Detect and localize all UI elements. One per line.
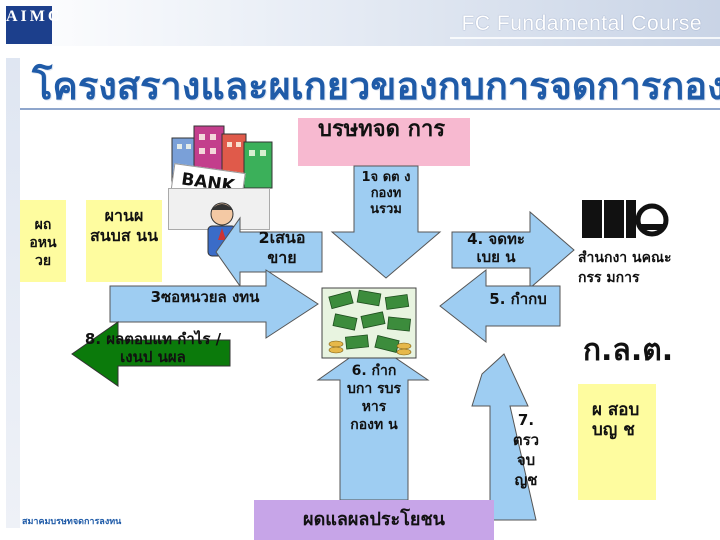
money-pile-icon: [321, 287, 417, 359]
arrow-8-return: [71, 321, 231, 387]
arrow-4-label: 4. จดทะเบย น: [467, 230, 525, 266]
sec-emblem-icon: [578, 190, 670, 246]
arrow-7-label: 7. ตรว จบ ญช: [512, 411, 540, 489]
arrow-1-label: 1จ ดต ง กองท นรวม: [361, 170, 411, 217]
footer-association: สมาคมบรษทจดการลงทน: [22, 517, 122, 527]
auditor-box: ผ สอบ บญ ช: [578, 384, 656, 500]
header-rule: [450, 37, 720, 39]
arrow-3-label: 3ซอหนวยล งทน: [150, 288, 260, 306]
title-divider: [20, 108, 720, 110]
arrow-5-supervise: [439, 268, 561, 344]
selling-agent-box: ผานผ สนบส นน: [86, 200, 162, 282]
arrow-1-establish: [330, 165, 442, 279]
arrow-3-buy: [109, 269, 319, 339]
arrow-8-label: 8. ผลตอบแท กำไร /เงนป นผล: [84, 330, 222, 366]
arrow-6-label: 6. กำก บกา รบร หาร กองท น: [346, 363, 402, 433]
trustee-box: ผดแลผลประโยชน: [254, 500, 494, 540]
course-title: FC Fundamental Course: [461, 12, 702, 35]
company-box: บรษทจด การ: [298, 118, 470, 166]
arrow-2-offer: [215, 216, 323, 288]
arrow-6-manage: [316, 341, 430, 501]
sec-abbrev: ก.ล.ต.: [582, 333, 674, 368]
sec-office-label: สำนกงา นคณะกรร มการ: [578, 250, 672, 286]
investor-box: ผถ อหน วย: [20, 200, 66, 282]
arrow-7-audit: [471, 353, 537, 521]
page-title: โครงสรางและผเกยวของกบการจดการกอง: [32, 64, 720, 108]
arrow-4-register: [451, 210, 575, 290]
arrow-2-label: 2เสนอ ขาย: [258, 228, 306, 267]
aimc-logo: AIMC: [6, 6, 59, 44]
left-decor-strip: [6, 58, 20, 528]
arrow-5-label: 5. กำกบ: [489, 290, 547, 308]
